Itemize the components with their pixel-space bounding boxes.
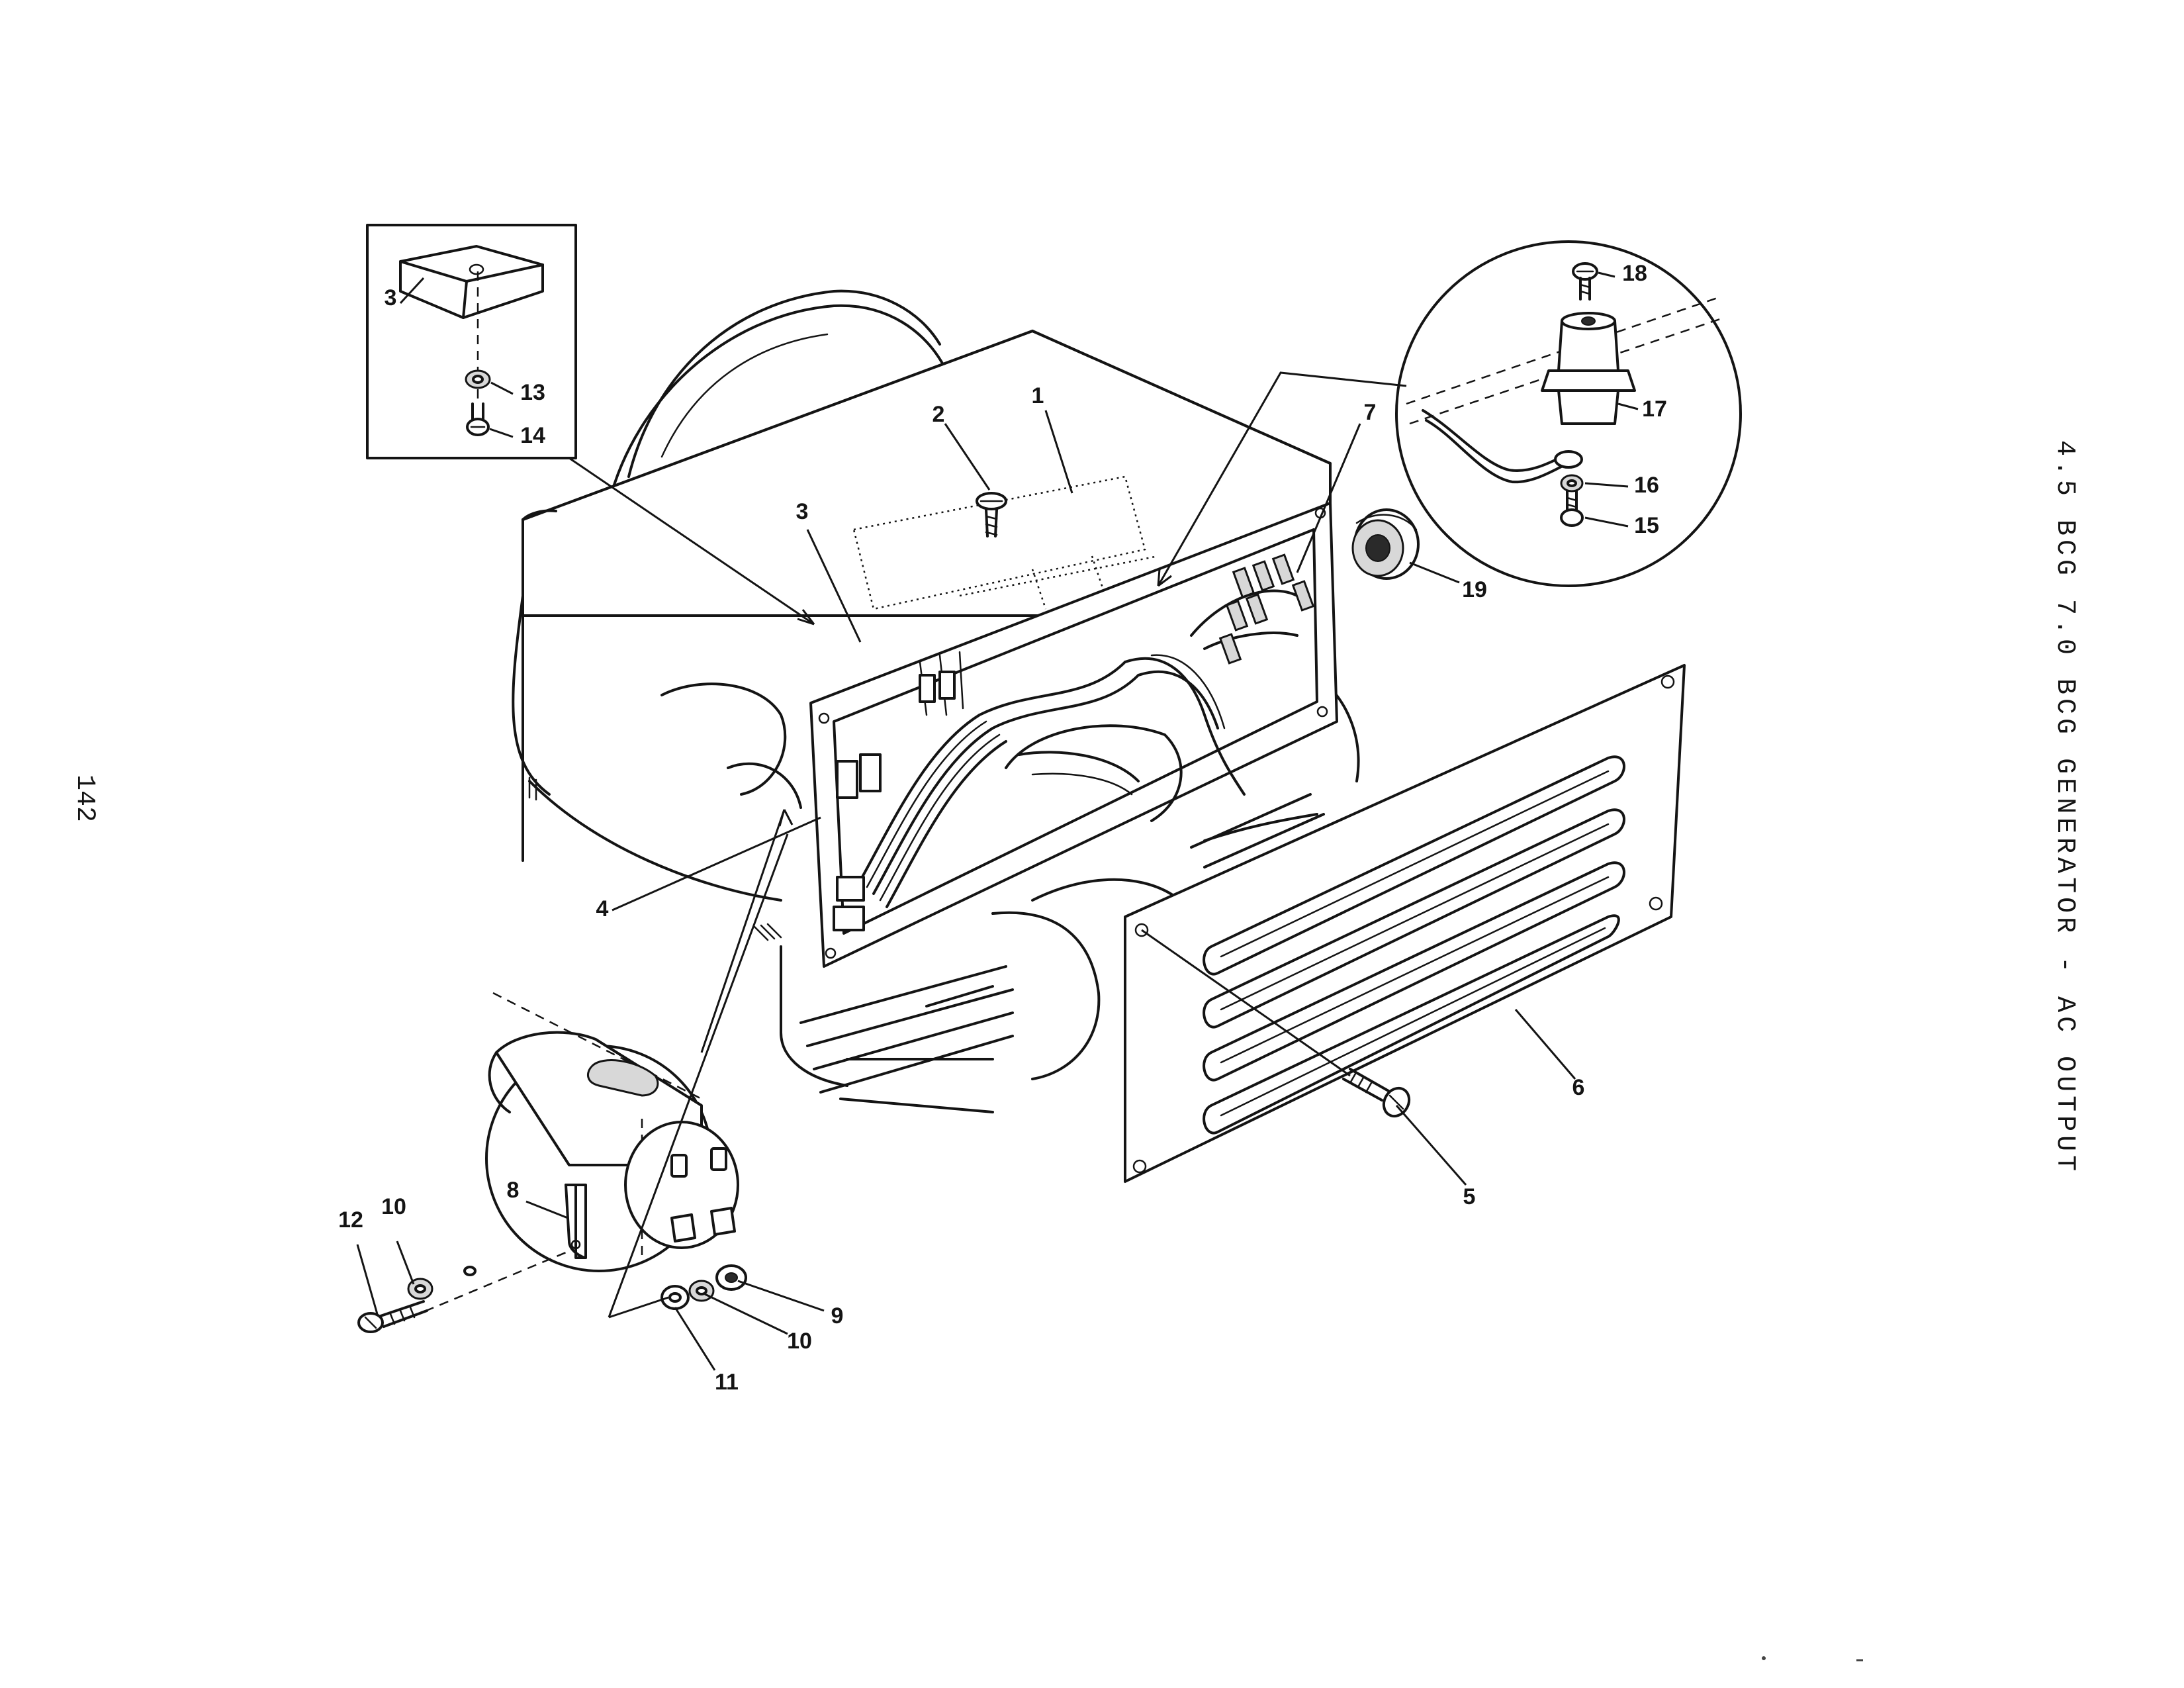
item-15-screw <box>1560 490 1584 527</box>
callout-16: 16 <box>1634 473 1659 498</box>
item-2-screw <box>976 492 1007 538</box>
control-box-opening <box>809 502 1338 968</box>
callout-5: 5 <box>1463 1184 1476 1209</box>
page-number: 142 <box>69 774 99 822</box>
inset-box-cover-detail <box>366 224 577 459</box>
terminal-posts <box>1218 553 1315 665</box>
callout-19: 19 <box>1462 577 1487 602</box>
callout-3-main: 3 <box>796 499 809 524</box>
callout-7: 7 <box>1364 400 1377 425</box>
item-6-louvered-grille <box>1124 664 1686 1183</box>
item-9-nut <box>715 1264 747 1291</box>
callout-9: 9 <box>831 1303 844 1329</box>
callout-leaders <box>356 271 1639 1371</box>
item-19-grommet <box>1351 508 1420 580</box>
callout-12: 12 <box>338 1207 363 1233</box>
callout-11: 11 <box>715 1370 739 1395</box>
callout-18: 18 <box>1622 261 1647 286</box>
left-exploded-fasteners <box>357 1250 570 1333</box>
callout-3-inset: 3 <box>385 285 397 310</box>
item-5-screw <box>1342 1068 1411 1118</box>
item-10-lockwasher <box>688 1280 715 1302</box>
callout-10-left: 10 <box>381 1194 406 1219</box>
callout-8: 8 <box>507 1178 520 1203</box>
circle-inset-receptacle-detail <box>485 992 747 1310</box>
callout-labels: 1 2 3 3 4 5 6 7 8 9 10 10 11 12 13 14 15… <box>338 261 1667 1395</box>
callout-14: 14 <box>520 423 545 448</box>
grille-louvers <box>1203 755 1625 1135</box>
connector-blocks <box>833 671 956 931</box>
generator-housing <box>512 289 1360 1113</box>
item-14-screw <box>466 389 490 436</box>
callout-4: 4 <box>596 896 609 921</box>
item-17-insulator <box>1541 312 1636 425</box>
item-13-lockwasher <box>465 369 491 389</box>
circle-inset-terminal-detail <box>1395 240 1742 587</box>
callout-15: 15 <box>1634 513 1659 538</box>
section-title: 4.5 BCG 7.0 BCG GENERATOR - AC OUTPUT <box>2050 440 2079 1175</box>
callout-10-right: 10 <box>787 1329 812 1354</box>
item-18-screw <box>1572 262 1598 301</box>
top-cover-panel <box>852 475 1159 610</box>
item-8-bracket <box>565 1184 587 1259</box>
item-16-lockwasher <box>1560 474 1584 492</box>
item-12-screw <box>357 1300 428 1333</box>
callout-1: 1 <box>1032 383 1044 408</box>
callout-2: 2 <box>933 402 945 427</box>
callout-6: 6 <box>1572 1075 1585 1100</box>
callout-13: 13 <box>520 380 545 405</box>
callout-17: 17 <box>1642 397 1667 422</box>
